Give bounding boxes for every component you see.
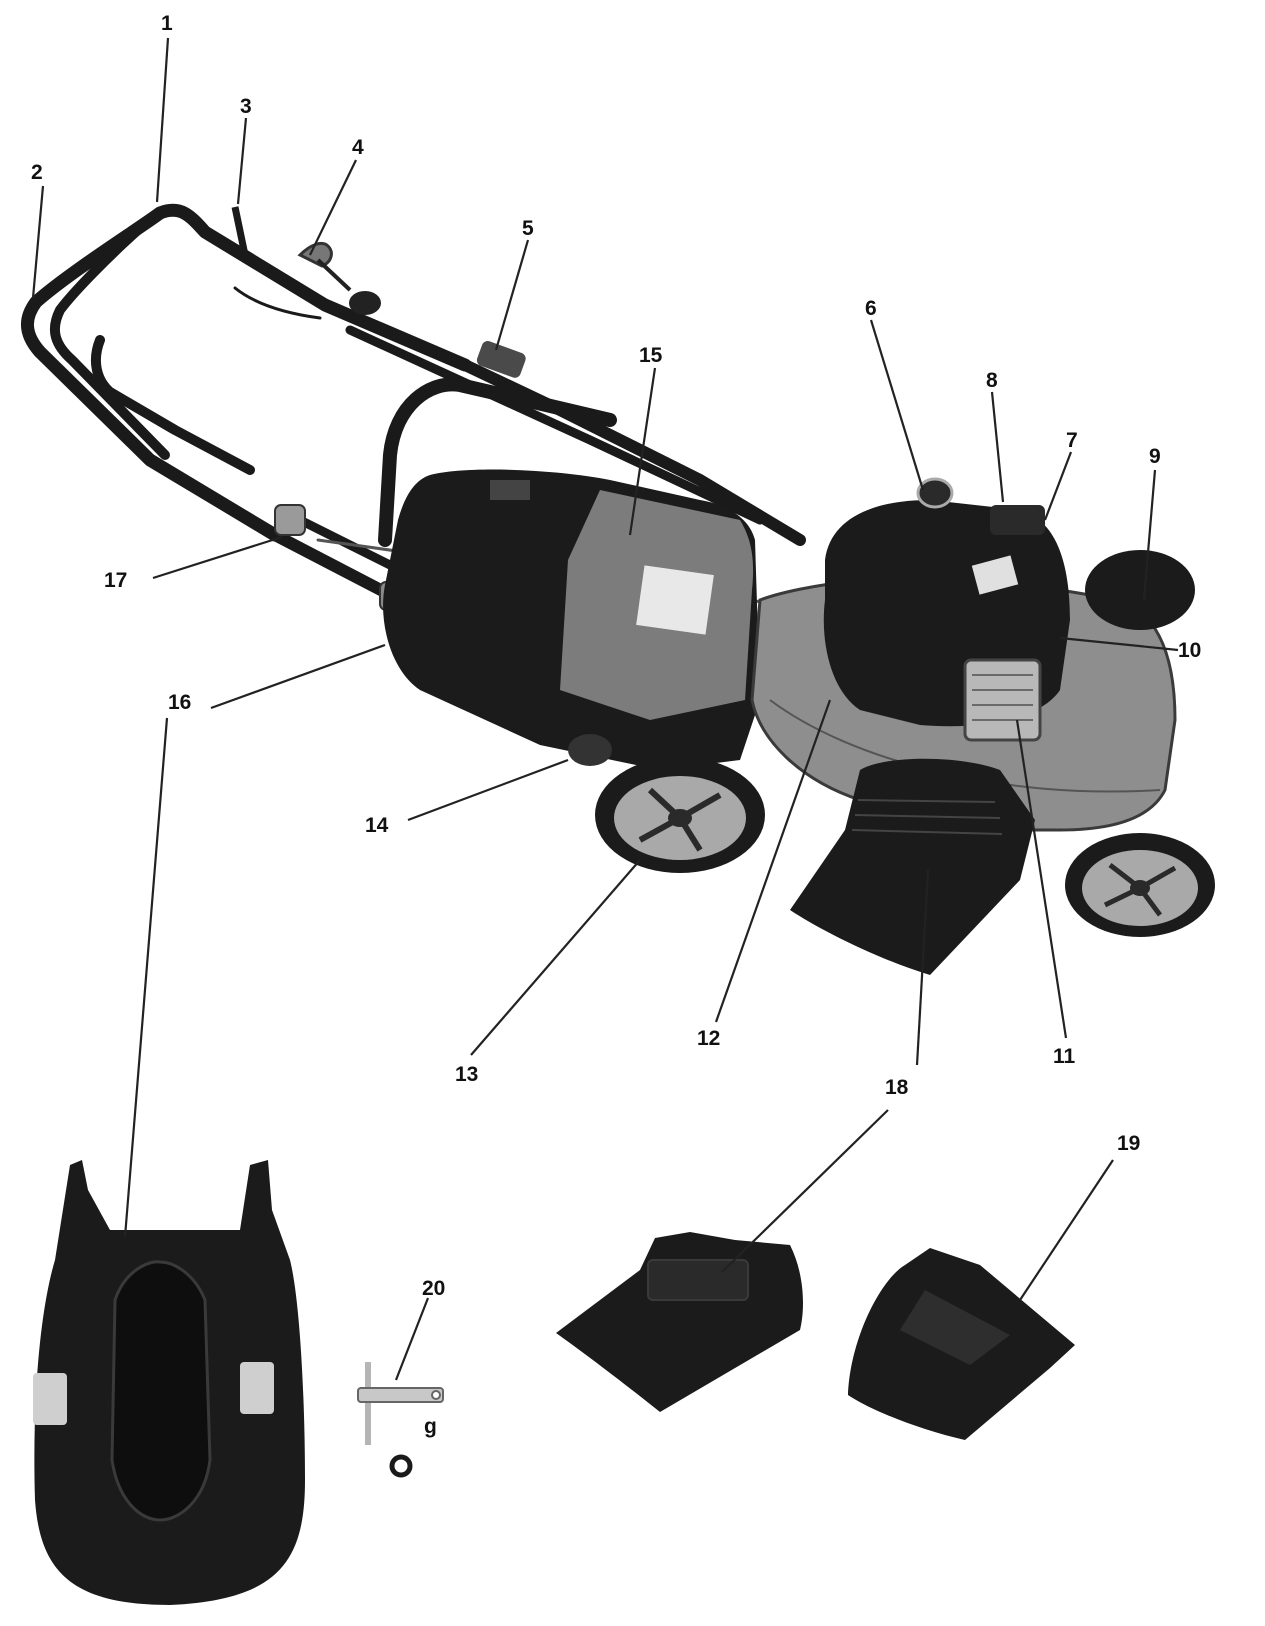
lever-3: [231, 206, 249, 256]
callout-13: 13: [455, 1063, 479, 1086]
grass-bag-frame: [33, 1160, 305, 1605]
clip-part-g: [389, 1454, 413, 1478]
callout-15: 15: [639, 344, 663, 367]
rear-wheel-right: [1065, 833, 1215, 937]
side-discharge-chute: [556, 1232, 803, 1412]
callout-12: 12: [697, 1027, 721, 1050]
starter-grip: [297, 241, 381, 315]
callout-1: 1: [161, 12, 173, 35]
callout-3: 3: [240, 95, 252, 118]
callout-g: g: [424, 1415, 437, 1438]
callout-6: 6: [865, 297, 877, 320]
callout-11: 11: [1053, 1045, 1076, 1068]
height-knob: [274, 504, 306, 536]
callout-10: 10: [1178, 639, 1202, 662]
front-wheel-top: [1085, 550, 1195, 630]
callout-8: 8: [986, 369, 998, 392]
side-discharge-mounted: [790, 758, 1035, 975]
callout-17: 17: [104, 569, 128, 592]
grass-bag: [383, 469, 760, 770]
leader-lines: [31, 37, 1179, 1381]
mulching-plug: [848, 1248, 1075, 1440]
engine: [823, 477, 1070, 742]
spark-plug-wrench: [357, 1362, 444, 1445]
callout-9: 9: [1149, 445, 1161, 468]
callout-5: 5: [522, 217, 534, 240]
callout-14: 14: [365, 814, 389, 837]
rear-wheel-left: [595, 757, 765, 873]
callout-4: 4: [352, 136, 364, 159]
callout-19: 19: [1117, 1132, 1141, 1155]
cable-clip: [476, 341, 526, 378]
callout-20: 20: [422, 1277, 446, 1300]
callout-18: 18: [885, 1076, 909, 1099]
callout-16: 16: [168, 691, 192, 714]
callout-7: 7: [1066, 429, 1078, 452]
callout-2: 2: [31, 161, 43, 184]
rear-axle: [568, 734, 612, 766]
